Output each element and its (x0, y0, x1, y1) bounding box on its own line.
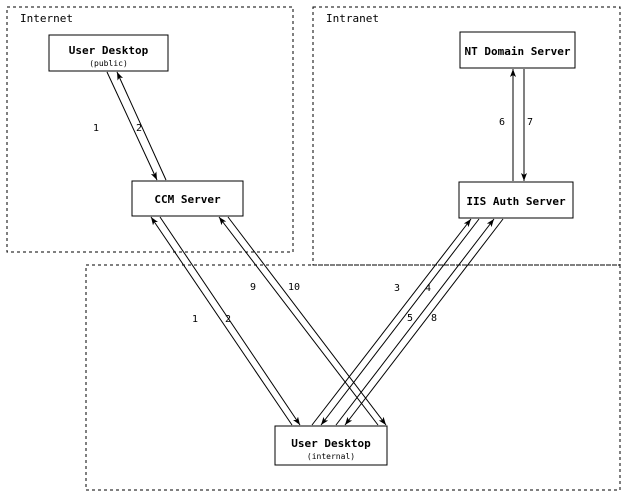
step-label-10: 10 (288, 282, 300, 293)
node-user-desktop-internal-box[interactable] (274, 425, 388, 466)
step-label-8: 8 (431, 313, 437, 324)
flow-line-step-5 (335, 218, 495, 426)
node-nt-domain-server-title: NT Domain Server (465, 45, 571, 58)
flow-line-step-10 (227, 216, 387, 426)
zone-internet-border (6, 6, 294, 253)
flow-line-step-9 (218, 216, 379, 426)
flow-internal-desktop-iis-34 (311, 218, 480, 426)
step-label-9: 9 (250, 282, 256, 293)
node-ccm-server-title: CCM Server (154, 193, 221, 206)
step-label-6: 6 (499, 117, 505, 128)
node-user-desktop-public-subtitle: (public) (89, 59, 128, 68)
node-user-desktop-public-box[interactable] (48, 34, 169, 72)
zone-internal (85, 264, 621, 491)
flow-public-desktop-ccm (106, 71, 167, 181)
flow-line-step-2-public (116, 71, 167, 181)
node-iis-auth-server[interactable]: IIS Auth Server (458, 181, 574, 219)
flow-line-step-2-internal (159, 216, 301, 426)
node-nt-domain-server-box[interactable] (459, 31, 576, 69)
node-ccm-server-box[interactable] (131, 180, 244, 217)
node-user-desktop-internal[interactable]: User Desktop (internal) (274, 425, 388, 466)
flow-iis-nt-domain (510, 69, 527, 181)
zone-internet-label: Internet (20, 12, 73, 25)
flow-internal-desktop-ccm-12 (150, 216, 301, 426)
node-iis-auth-server-box[interactable] (458, 181, 574, 219)
flow-line-step-4 (320, 218, 480, 426)
step-label-2-internal: 2 (225, 314, 231, 325)
node-user-desktop-internal-title: User Desktop (291, 437, 371, 450)
zone-intranet: Intranet (312, 6, 621, 266)
step-label-7: 7 (527, 117, 533, 128)
step-label-4: 4 (425, 283, 431, 294)
flow-line-step-8 (344, 218, 504, 426)
flow-line-step-1-public (106, 71, 158, 181)
node-user-desktop-public-title: User Desktop (69, 44, 149, 57)
flow-line-step-1-internal (150, 216, 293, 426)
zone-internal-border (85, 264, 621, 491)
node-user-desktop-public[interactable]: User Desktop (public) (48, 34, 169, 72)
node-iis-auth-server-title: IIS Auth Server (466, 195, 566, 208)
node-ccm-server[interactable]: CCM Server (131, 180, 244, 217)
flow-internal-desktop-iis-58 (335, 218, 504, 426)
step-label-1-internal: 1 (192, 314, 198, 325)
flow-line-step-3 (311, 218, 472, 426)
zone-intranet-label: Intranet (326, 12, 379, 25)
node-nt-domain-server[interactable]: NT Domain Server (459, 31, 576, 69)
zone-internet: Internet (6, 6, 294, 253)
step-label-1-public: 1 (93, 123, 99, 134)
node-user-desktop-internal-subtitle: (internal) (307, 452, 355, 461)
flow-internal-desktop-ccm-910 (218, 216, 387, 426)
step-label-2-public: 2 (136, 123, 142, 134)
step-label-5: 5 (407, 313, 413, 324)
step-label-3: 3 (394, 283, 400, 294)
